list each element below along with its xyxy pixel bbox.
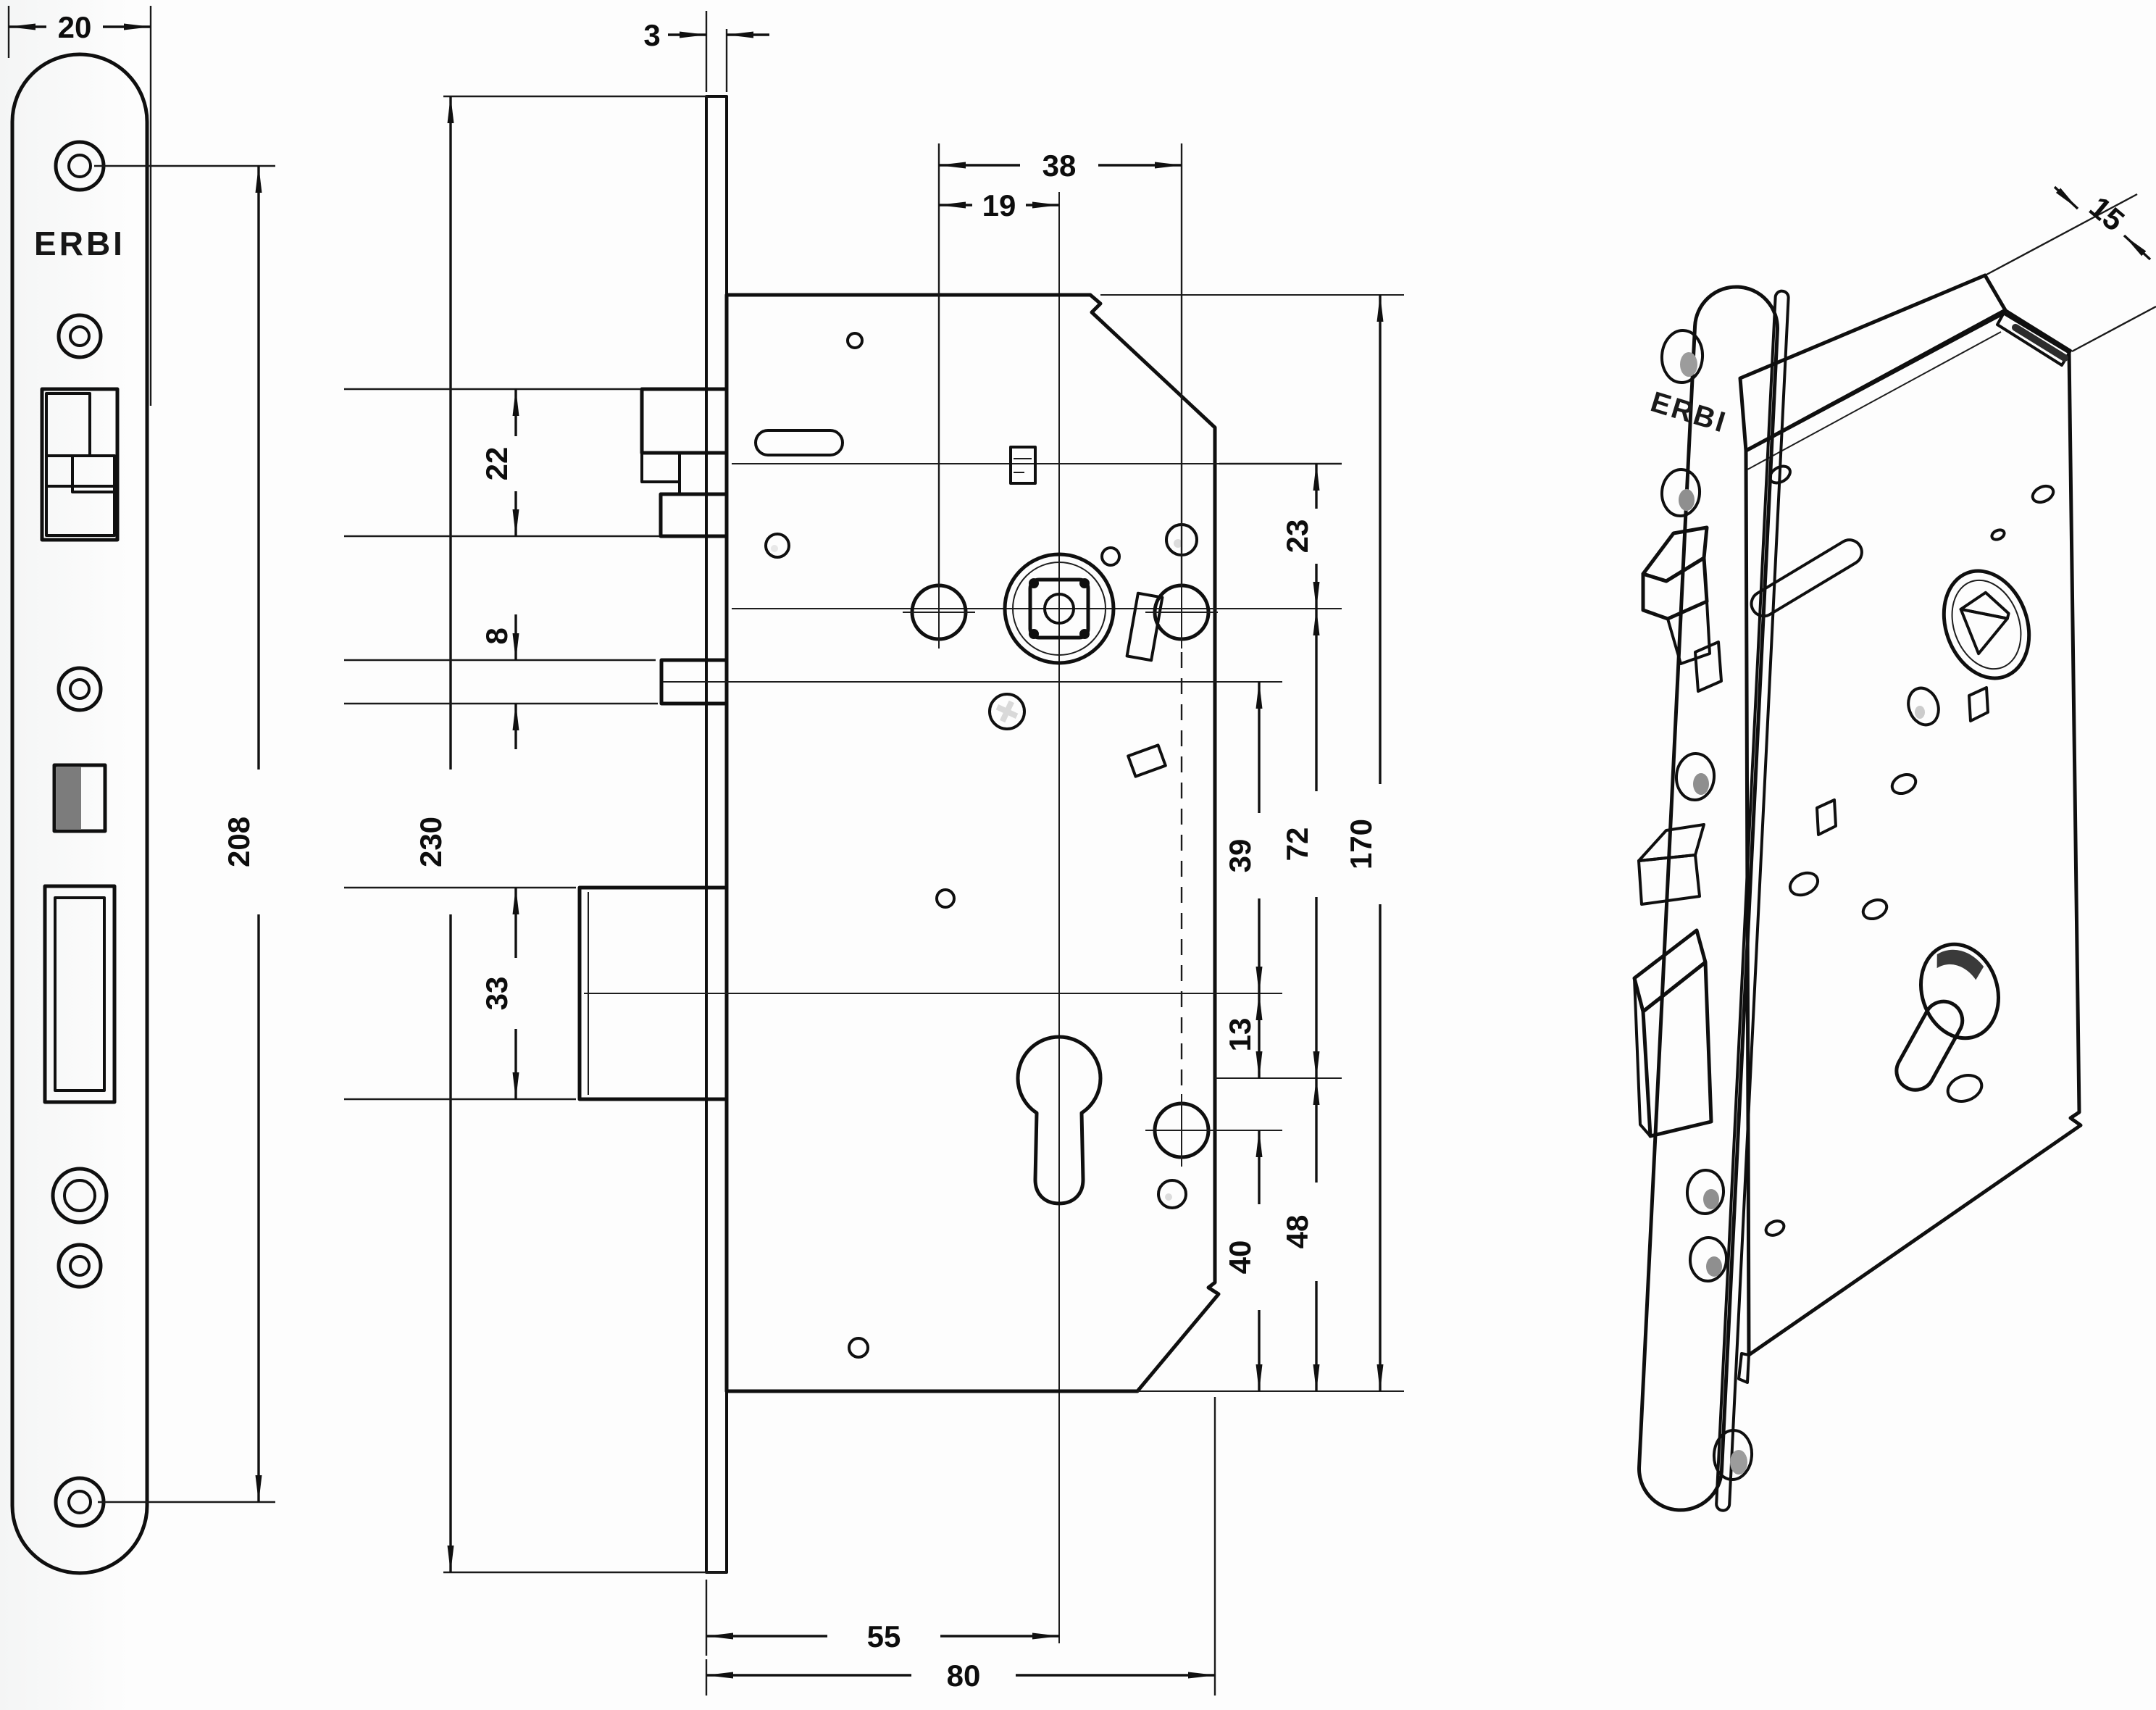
rivet-iso <box>1907 686 1940 727</box>
faceplate-holes-iso <box>1660 329 1754 1481</box>
svg-text:19: 19 <box>982 188 1016 222</box>
small-hole <box>846 332 864 349</box>
rivet-hole-4 <box>57 1243 103 1289</box>
rivet-hole-1 <box>57 313 103 359</box>
latch-cutout <box>40 387 120 542</box>
lock-case <box>724 293 1221 1393</box>
dim-backset: 55 <box>705 1580 1060 1656</box>
deadlatch-pin-cutout <box>52 763 107 833</box>
case-top-face <box>1738 273 2007 453</box>
svg-text:230: 230 <box>414 817 448 867</box>
dim-deadbolt-height: 33 <box>344 886 576 1101</box>
dim-faceplate-thickness: 3 <box>643 11 769 92</box>
handle-screw-hole-right <box>1145 576 1218 648</box>
spring-part <box>1125 591 1164 662</box>
dim-handle-screw-span: 38 <box>937 143 1183 584</box>
small-hole <box>1100 546 1121 567</box>
cylinder-hole <box>1016 1035 1103 1206</box>
rivet-hole-2 <box>57 666 103 712</box>
svg-text:20: 20 <box>58 10 92 44</box>
case-top-fold-line <box>1747 331 2002 470</box>
svg-text:13: 13 <box>1223 1018 1257 1052</box>
dim-latch-to-spindle: 23 <box>1219 462 1342 609</box>
cylinder-screw-hole <box>1145 1094 1218 1167</box>
faceplate-edge <box>705 95 728 1574</box>
svg-text:72: 72 <box>1280 827 1314 862</box>
side-hole-iso <box>1946 1074 1984 1103</box>
svg-text:33: 33 <box>480 977 514 1011</box>
svg-text:80: 80 <box>947 1659 981 1693</box>
brand-logo-front: ERBI <box>34 225 125 262</box>
svg-text:8: 8 <box>480 627 514 644</box>
svg-text:170: 170 <box>1344 819 1378 869</box>
case-side-face <box>1744 311 2083 1357</box>
latch-bolt <box>640 387 729 538</box>
dim-screw-hole-spacing: 208 <box>94 164 275 1503</box>
dim-case-depth: 80 <box>705 1397 1216 1696</box>
slot-opening-iso <box>1750 538 1863 618</box>
svg-text:208: 208 <box>222 817 256 867</box>
case-bottom-sliver <box>1737 1352 1750 1384</box>
spindle-follower <box>1003 552 1116 665</box>
svg-text:39: 39 <box>1223 839 1257 873</box>
rivet-dark-lower <box>1157 1179 1187 1209</box>
latch-bolt-iso <box>1641 525 1723 693</box>
dim-screw-to-axis: 19 <box>938 188 1060 222</box>
dim-spindle-to-cylinder: 72 <box>1280 608 1320 1079</box>
deadbolt-cutout <box>43 884 117 1104</box>
dim-latch-height: 22 <box>344 388 659 538</box>
rivet-hole-3 <box>51 1167 109 1225</box>
svg-text:48: 48 <box>1280 1215 1314 1249</box>
spindle-follower-iso <box>1942 569 2031 680</box>
dim-deadbolt-to-cylinder: 13 <box>1223 993 1263 1079</box>
iso-case-details <box>1750 324 2068 1237</box>
rivet <box>764 533 790 559</box>
svg-text:40: 40 <box>1223 1240 1257 1275</box>
dim-screw-to-bottom: 40 <box>1223 1130 1263 1392</box>
cylinder-hole-iso <box>1894 942 2000 1092</box>
cross-screw <box>988 693 1026 730</box>
dim-faceplate-width: 20 <box>7 6 152 406</box>
svg-text:22: 22 <box>480 447 514 481</box>
stop-plate <box>1009 446 1037 485</box>
rivet <box>848 1337 869 1359</box>
svg-text:55: 55 <box>867 1619 901 1653</box>
svg-text:15: 15 <box>2083 190 2131 238</box>
lever-part <box>1127 743 1167 778</box>
dim-pin-to-deadbolt: 39 <box>1223 681 1263 994</box>
dim-case-thickness: 15 <box>1986 185 2156 353</box>
square-hole-iso <box>1968 686 1989 722</box>
dim-cylinder-to-bottom: 48 <box>1280 1077 1320 1392</box>
faceplate-front <box>10 52 149 1575</box>
bottom-screw-hole <box>54 1476 106 1528</box>
deadbolt-iso <box>1632 928 1713 1138</box>
iso-view: ERBI 15 <box>1632 185 2156 1512</box>
handle-screw-hole-left <box>903 576 975 648</box>
svg-text:23: 23 <box>1280 520 1314 554</box>
dim-deadlatch-pin-height: 8 <box>344 614 658 749</box>
case-chamfer-face <box>1996 309 2072 367</box>
case-internal-parts <box>754 332 1198 1359</box>
dim-case-height: 170 <box>1344 294 1384 1392</box>
small-hole <box>935 888 956 909</box>
svg-text:3: 3 <box>643 18 660 52</box>
svg-text:38: 38 <box>1043 149 1077 183</box>
deadlatch-pin-iso <box>1637 823 1705 906</box>
square-hole-iso <box>1816 798 1837 836</box>
front-view: ERBI <box>7 6 275 1575</box>
faceplate-iso <box>1637 285 1790 1512</box>
dim-faceplate-length: 230 <box>414 95 727 1574</box>
slot-opening <box>754 429 844 456</box>
side-view: 3 230 22 8 33 <box>344 11 1404 1696</box>
